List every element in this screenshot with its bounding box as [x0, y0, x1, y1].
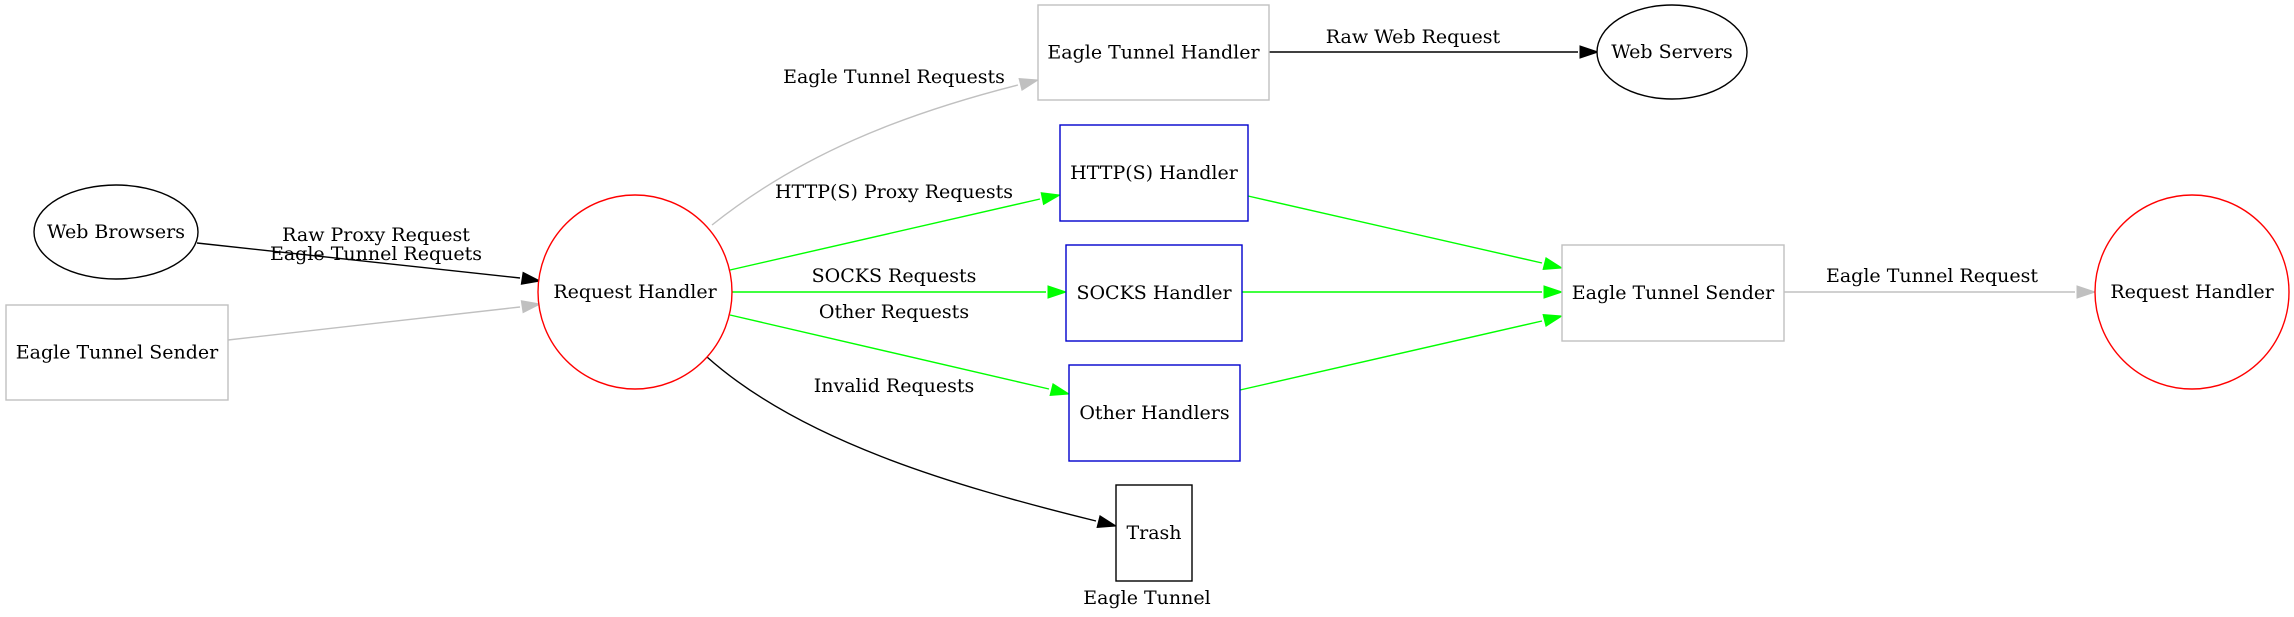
edge-raw-web: Raw Web Request [1269, 26, 1600, 59]
node-shape [33, 184, 199, 280]
node-label: Other Handlers [1079, 402, 1229, 424]
node-shape [1037, 4, 1270, 101]
edge-line [196, 242, 521, 279]
node-sender-left: Eagle Tunnel Sender [5, 304, 229, 401]
edge-line [711, 84, 1019, 226]
edge-label: HTTP(S) Proxy Requests [775, 181, 1013, 203]
node-shape [5, 304, 229, 401]
edge-label: Eagle Tunnel Requests [783, 66, 1005, 88]
node-request-handler-main: Request Handler [537, 194, 733, 390]
edge-socks: SOCKS Requests [732, 265, 1068, 299]
node-shape [2094, 194, 2290, 390]
edge-other: Other Requests [729, 301, 1071, 397]
edge-label: Raw Web Request [1326, 26, 1501, 48]
node-shape [1065, 244, 1243, 342]
node-request-handler-remote: Request Handler [2094, 194, 2290, 390]
arrowhead [1047, 285, 1068, 299]
edge-label: Eagle Tunnel Request [1826, 265, 2038, 287]
node-label: HTTP(S) Handler [1070, 162, 1239, 184]
edge-http-proxy: HTTP(S) Proxy Requests [729, 181, 1062, 271]
edge-invalid: Invalid Requests [706, 356, 1118, 529]
node-sender-right: Eagle Tunnel Sender [1561, 244, 1785, 342]
node-shape [1059, 124, 1249, 222]
edge-tunnel-requets: Eagle Tunnel Requets [227, 243, 542, 341]
edge-line [729, 198, 1041, 271]
arrowhead [1579, 45, 1600, 59]
node-other-handlers: Other Handlers [1068, 364, 1241, 462]
node-label: Eagle Tunnel Handler [1047, 42, 1260, 64]
node-label: Web Browsers [47, 221, 185, 243]
edge-tunnel-requests: Eagle Tunnel Requests [711, 66, 1040, 226]
node-label: SOCKS Handler [1076, 282, 1232, 304]
edge-line [227, 306, 521, 341]
node-label: Eagle Tunnel Sender [16, 342, 219, 364]
edge-line [729, 314, 1050, 390]
node-shape [1068, 364, 1241, 462]
node-label: Web Servers [1611, 41, 1733, 63]
arrowhead [1049, 383, 1071, 397]
arrowhead [1040, 192, 1062, 206]
node-socks-handler: SOCKS Handler [1065, 244, 1243, 342]
node-shape [537, 194, 733, 390]
node-label: Trash [1126, 522, 1181, 544]
node-label: Request Handler [553, 281, 717, 303]
arrowhead [1096, 515, 1118, 529]
arrowhead [1542, 313, 1564, 327]
edge-label: Eagle Tunnel Requets [270, 243, 482, 265]
diagram-caption: Eagle Tunnel [1083, 587, 1210, 609]
arrowhead [520, 300, 542, 314]
node-eagle-tunnel-handler: Eagle Tunnel Handler [1037, 4, 1270, 101]
node-web-servers: Web Servers [1596, 4, 1748, 100]
edge-tunnel-request: Eagle Tunnel Request [1784, 265, 2097, 299]
edge-line [1247, 195, 1543, 264]
edge-label: Other Requests [819, 301, 969, 323]
arrowhead [520, 271, 542, 285]
arrowhead [2076, 285, 2097, 299]
node-http-handler: HTTP(S) Handler [1059, 124, 1249, 222]
edge-line [1239, 320, 1543, 391]
node-label: Eagle Tunnel Sender [1572, 282, 1775, 304]
arrowhead [1543, 285, 1564, 299]
node-shape [1115, 484, 1193, 582]
node-label: Request Handler [2110, 281, 2274, 303]
edge-other-to-sender [1239, 313, 1564, 391]
edge-label: SOCKS Requests [812, 265, 977, 287]
edge-socks-to-sender [1242, 285, 1564, 299]
edge-label: Raw Proxy Request [282, 224, 470, 246]
edge-label: Invalid Requests [814, 375, 975, 397]
edge-raw-proxy: Raw Proxy Request [196, 224, 542, 285]
node-shape [1596, 4, 1748, 100]
edge-line [706, 356, 1097, 522]
arrowhead [1018, 77, 1040, 91]
edge-http-to-sender [1247, 195, 1564, 271]
node-shape [1561, 244, 1785, 342]
arrowhead [1542, 257, 1564, 271]
node-trash: Trash [1115, 484, 1193, 582]
node-web-browsers: Web Browsers [33, 184, 199, 280]
